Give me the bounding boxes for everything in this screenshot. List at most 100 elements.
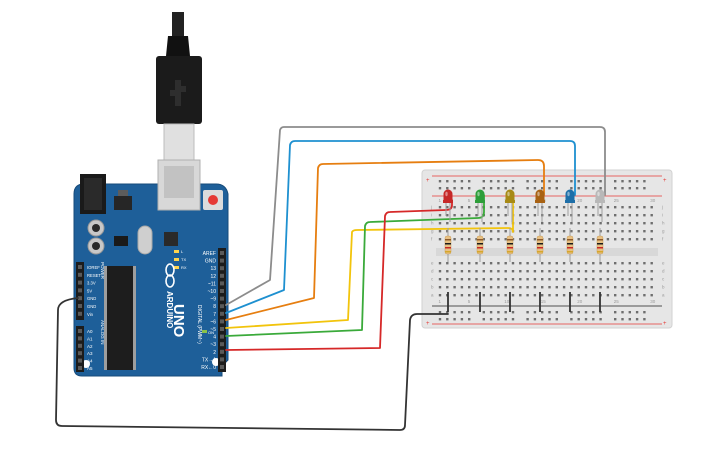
terminal-hole[interactable] — [628, 294, 631, 297]
rail-hole[interactable] — [533, 318, 537, 321]
terminal-hole[interactable] — [526, 214, 529, 217]
terminal-hole[interactable] — [577, 278, 580, 281]
terminal-hole[interactable] — [446, 262, 449, 265]
terminal-hole[interactable] — [519, 238, 522, 241]
rail-hole[interactable] — [446, 318, 449, 321]
terminal-hole[interactable] — [606, 270, 610, 273]
terminal-hole[interactable] — [562, 222, 566, 225]
digital-pin-hole[interactable] — [220, 251, 224, 255]
terminal-hole[interactable] — [570, 278, 573, 281]
rail-hole[interactable] — [468, 318, 471, 321]
terminal-hole[interactable] — [606, 262, 610, 265]
terminal-hole[interactable] — [482, 270, 485, 273]
terminal-hole[interactable] — [468, 214, 471, 217]
terminal-hole[interactable] — [635, 262, 639, 265]
terminal-hole[interactable] — [592, 230, 595, 233]
terminal-hole[interactable] — [614, 294, 617, 297]
rail-hole[interactable] — [446, 180, 449, 183]
terminal-hole[interactable] — [614, 278, 617, 281]
terminal-hole[interactable] — [548, 294, 551, 297]
terminal-hole[interactable] — [606, 278, 610, 281]
terminal-hole[interactable] — [621, 206, 624, 209]
terminal-hole[interactable] — [489, 270, 493, 273]
terminal-hole[interactable] — [635, 206, 639, 209]
terminal-hole[interactable] — [533, 278, 537, 281]
terminal-hole[interactable] — [526, 270, 529, 273]
terminal-hole[interactable] — [614, 270, 617, 273]
terminal-hole[interactable] — [621, 214, 624, 217]
rail-hole[interactable] — [584, 311, 588, 314]
rail-hole[interactable] — [628, 180, 631, 183]
terminal-hole[interactable] — [599, 230, 602, 233]
terminal-hole[interactable] — [526, 262, 529, 265]
rail-hole[interactable] — [599, 311, 602, 314]
terminal-hole[interactable] — [621, 238, 624, 241]
rail-hole[interactable] — [460, 318, 464, 321]
terminal-hole[interactable] — [548, 278, 551, 281]
terminal-hole[interactable] — [599, 270, 602, 273]
terminal-hole[interactable] — [533, 270, 537, 273]
terminal-hole[interactable] — [482, 278, 485, 281]
terminal-hole[interactable] — [628, 238, 631, 241]
terminal-hole[interactable] — [650, 214, 653, 217]
power-pin-hole[interactable] — [78, 272, 82, 277]
terminal-hole[interactable] — [526, 222, 529, 225]
terminal-hole[interactable] — [555, 238, 558, 241]
digital-pin-hole[interactable] — [220, 334, 224, 339]
terminal-hole[interactable] — [555, 278, 558, 281]
terminal-hole[interactable] — [584, 270, 588, 273]
resistor[interactable] — [476, 228, 484, 262]
terminal-hole[interactable] — [592, 278, 595, 281]
terminal-hole[interactable] — [453, 294, 456, 297]
breadboard-holes[interactable] — [438, 180, 653, 321]
rail-hole[interactable] — [570, 318, 573, 321]
terminal-hole[interactable] — [599, 278, 602, 281]
power-pin-hole[interactable] — [78, 280, 82, 285]
rail-hole[interactable] — [621, 311, 624, 314]
analog-pin-hole[interactable] — [78, 351, 82, 356]
terminal-hole[interactable] — [533, 214, 537, 217]
terminal-hole[interactable] — [628, 262, 631, 265]
terminal-hole[interactable] — [446, 206, 449, 209]
terminal-hole[interactable] — [504, 206, 507, 209]
rail-hole[interactable] — [453, 180, 456, 183]
terminal-hole[interactable] — [511, 286, 515, 289]
terminal-hole[interactable] — [592, 214, 595, 217]
terminal-hole[interactable] — [635, 230, 639, 233]
digital-pin-hole[interactable] — [220, 289, 224, 293]
terminal-hole[interactable] — [519, 230, 522, 233]
terminal-hole[interactable] — [577, 238, 580, 241]
digital-pin-hole[interactable] — [220, 327, 224, 331]
rail-hole[interactable] — [497, 318, 500, 321]
terminal-hole[interactable] — [606, 286, 610, 289]
terminal-hole[interactable] — [446, 230, 449, 233]
terminal-hole[interactable] — [606, 230, 610, 233]
led-orange[interactable] — [535, 189, 545, 223]
digital-pin-hole[interactable] — [220, 296, 224, 301]
terminal-hole[interactable] — [533, 262, 537, 265]
wire-gray-pin7[interactable] — [225, 126, 606, 306]
terminal-hole[interactable] — [584, 238, 588, 241]
terminal-hole[interactable] — [519, 286, 522, 289]
terminal-hole[interactable] — [475, 286, 478, 289]
terminal-hole[interactable] — [519, 270, 522, 273]
rail-hole[interactable] — [577, 187, 580, 190]
rail-hole[interactable] — [541, 180, 544, 183]
terminal-hole[interactable] — [621, 222, 624, 225]
rail-hole[interactable] — [614, 187, 617, 190]
rail-hole[interactable] — [504, 187, 507, 190]
terminal-hole[interactable] — [650, 238, 653, 241]
terminal-hole[interactable] — [562, 270, 566, 273]
rail-hole[interactable] — [468, 187, 471, 190]
analog-pin-hole[interactable] — [78, 366, 82, 370]
terminal-hole[interactable] — [460, 214, 464, 217]
analog-pin-hole[interactable] — [78, 358, 82, 363]
terminal-hole[interactable] — [562, 206, 566, 209]
terminal-hole[interactable] — [446, 214, 449, 217]
terminal-hole[interactable] — [438, 262, 442, 265]
terminal-hole[interactable] — [533, 206, 537, 209]
rail-hole[interactable] — [599, 180, 602, 183]
terminal-hole[interactable] — [460, 262, 464, 265]
terminal-hole[interactable] — [584, 206, 588, 209]
terminal-hole[interactable] — [438, 294, 442, 297]
